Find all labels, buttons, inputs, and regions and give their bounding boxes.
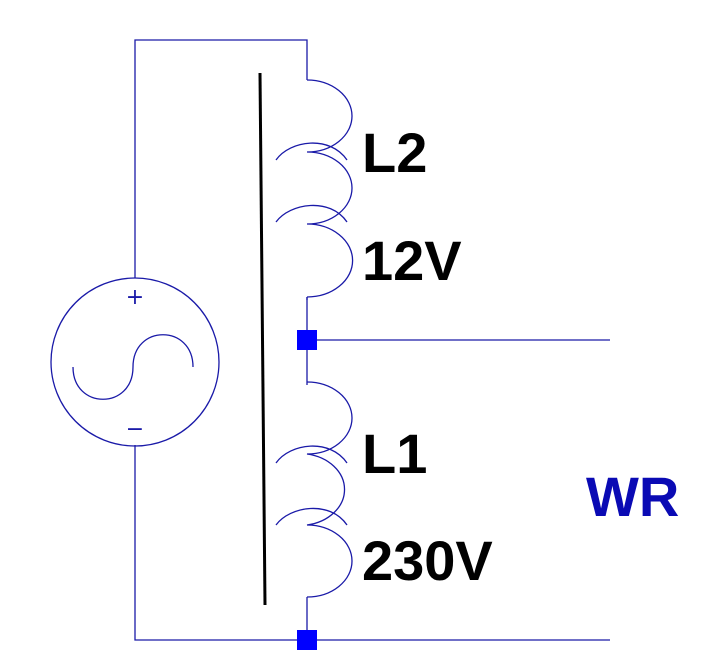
sine-wave-icon [72,334,194,400]
junction-middle [297,330,317,350]
inductor-l2 [275,79,354,300]
inductor-l1 [275,381,353,598]
transformer-core [258,72,267,606]
watermark-initials: WR [586,465,679,528]
l2-coil-turns [275,142,348,223]
l1-coil-turns [275,445,348,526]
l1-voltage-label: 230V [362,529,493,592]
l2-voltage-label: 12V [362,229,462,292]
source-plus-sign: + [126,285,144,310]
voltage-source: + − [50,277,220,447]
l2-name-label: L2 [362,121,427,184]
source-minus-sign: − [126,417,144,442]
l1-name-label: L1 [362,422,427,485]
l1-coil-arcs [306,381,353,598]
source-circle [50,277,220,447]
wire-middle-tap [306,297,610,385]
wire-bottom-loop [134,445,610,641]
junction-bottom [297,630,317,650]
wire-top-loop [134,39,308,278]
l2-coil-arcs [306,79,354,298]
